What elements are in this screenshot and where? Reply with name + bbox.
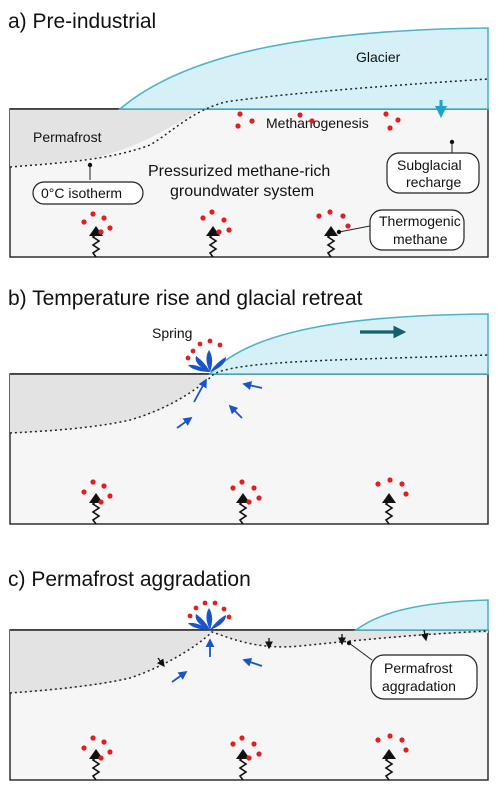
groundwater-label-line1: Pressurized methane-rich — [148, 163, 330, 180]
glacier — [353, 599, 489, 631]
thermogenic-source-3 — [316, 209, 351, 258]
methanogenesis-dots — [235, 111, 401, 131]
panel-b-title: b) Temperature rise and glacial retreat — [8, 287, 363, 310]
permafrost-label: Permafrost — [33, 129, 102, 145]
isotherm-callout — [32, 181, 144, 205]
panel-c: c) Permafrost aggradation Permafrost — [8, 568, 489, 781]
isotherm-line — [9, 630, 489, 694]
permafrost-zone — [10, 374, 210, 433]
permafrost-zone — [10, 630, 488, 693]
spring-label: Spring — [152, 325, 192, 341]
thermogenic-label-line2: methane — [393, 231, 448, 247]
thermogenic-callout — [369, 209, 465, 251]
isotherm-line — [9, 354, 489, 434]
thermogenic-source-1 — [81, 735, 113, 781]
groundwater-flow-arrows — [171, 638, 263, 683]
spring-icon — [187, 600, 232, 630]
thermogenic-source-2 — [200, 209, 232, 258]
aggradation-label-line1: Permafrost — [384, 660, 453, 676]
aggradation-arrows — [156, 629, 429, 668]
glacier — [117, 27, 489, 110]
recharge-label-line2: recharge — [406, 174, 461, 190]
groundwater-label-line2: groundwater system — [170, 183, 314, 200]
thermogenic-source-3 — [375, 733, 409, 781]
glacier — [208, 313, 489, 375]
glacier-label: Glacier — [356, 49, 401, 65]
panel-c-title: c) Permafrost aggradation — [8, 568, 251, 591]
panel-b: b) Temperature rise and glacial retreat … — [8, 287, 489, 525]
thermogenic-source-2 — [230, 735, 262, 781]
thermogenic-source-3 — [375, 477, 409, 525]
thermogenic-source-2 — [230, 479, 262, 525]
thermogenic-label-line1: Thermogenic — [379, 213, 461, 229]
methanogenesis-label: Methanogenesis — [266, 115, 369, 131]
recharge-callout — [386, 152, 480, 194]
groundwater-flow-arrows — [176, 378, 263, 429]
permafrost-zone — [10, 109, 200, 167]
spring-icon — [185, 338, 226, 372]
thermogenic-source-1 — [81, 479, 113, 525]
isotherm-label: 0°C isotherm — [41, 185, 122, 201]
aggradation-label-line2: aggradation — [382, 678, 456, 694]
recharge-label-line1: Subglacial — [397, 157, 462, 173]
thermogenic-source-1 — [81, 211, 113, 258]
aggradation-callout — [370, 654, 478, 700]
panel-a-title: a) Pre-industrial — [8, 10, 156, 33]
panel-a: a) Pre-industrial Glacier Permafrost Met… — [8, 10, 489, 258]
